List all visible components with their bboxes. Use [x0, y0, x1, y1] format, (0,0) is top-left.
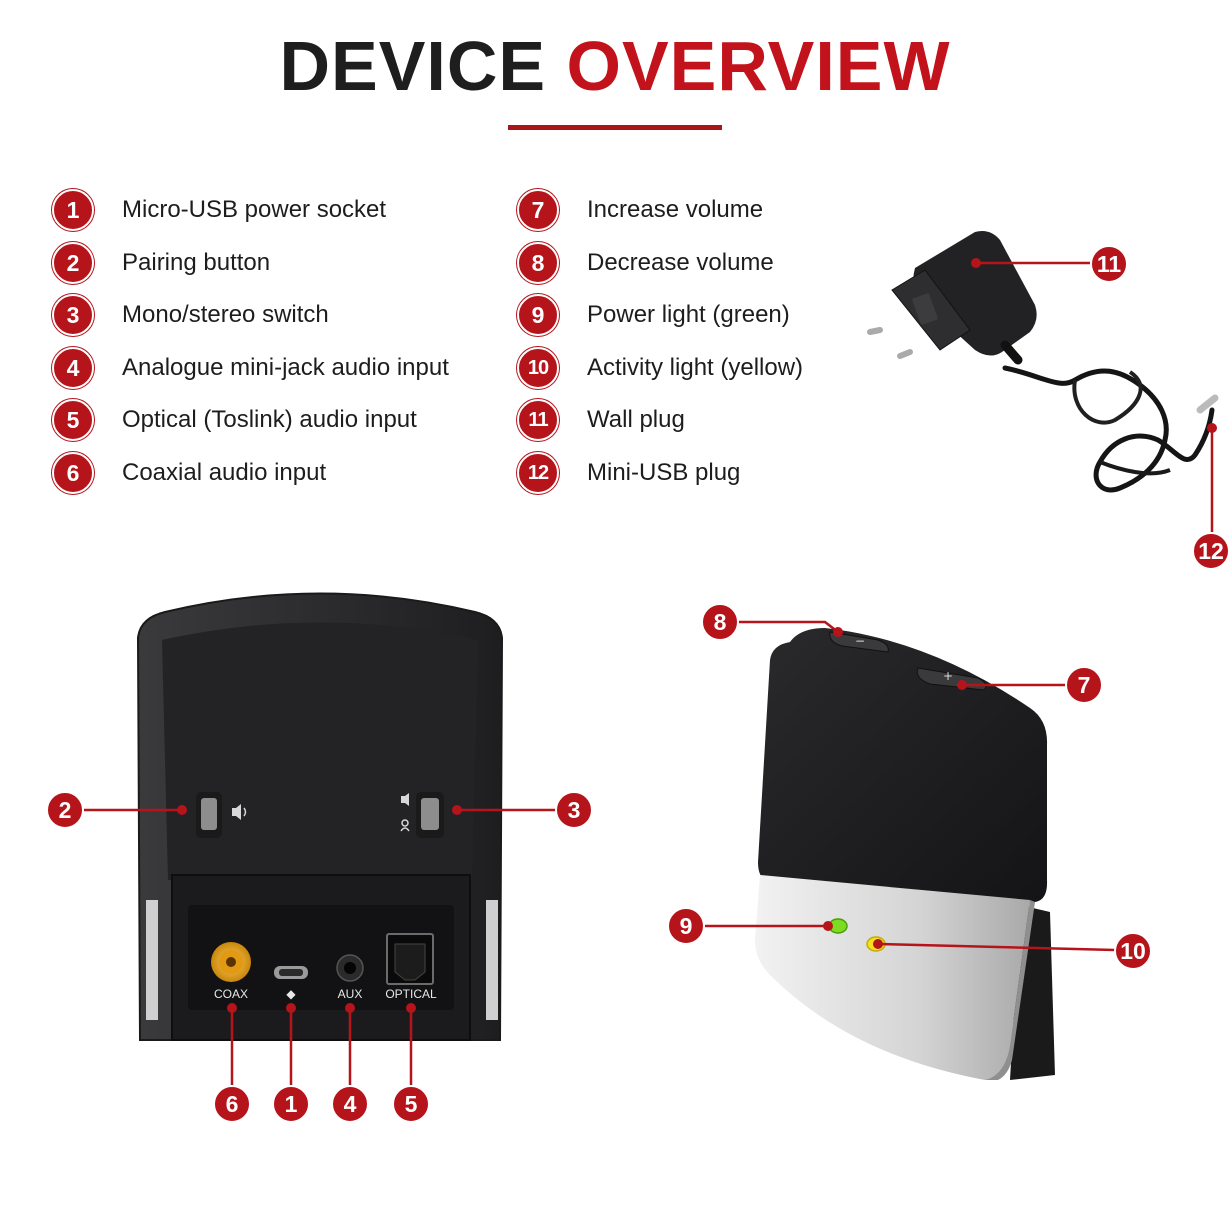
legend-label: Mono/stereo switch [122, 301, 329, 328]
legend-label: Decrease volume [587, 249, 774, 276]
speaker-icon [232, 804, 247, 820]
legend-label: Activity light (yellow) [587, 354, 804, 381]
legend-item-5: 5 Optical (Toslink) audio input [52, 399, 417, 441]
callout-number: 4 [344, 1091, 357, 1117]
legend-label: Coaxial audio input [122, 459, 327, 486]
coax-label: COAX [214, 987, 248, 1001]
device-back-panel [162, 622, 478, 880]
plug-pin [897, 349, 913, 359]
legend-label: Analogue mini-jack audio input [122, 354, 449, 381]
callout-3: 3 [555, 791, 593, 829]
callout-1: 1 [272, 1085, 310, 1123]
title-word-device: DEVICE [279, 27, 547, 105]
callout-dots [177, 258, 1217, 1013]
legend-item-11: 11 Wall plug [517, 399, 685, 441]
stereo-icon [401, 793, 409, 806]
volume-down-button[interactable]: − [829, 631, 889, 653]
aux-label: AUX [338, 987, 363, 1001]
legend-badge: 2 [52, 242, 94, 284]
device-back-view: COAX ◆ AUX OPTICAL [136, 592, 504, 1041]
plus-icon: + [943, 669, 953, 683]
callout-number: 11 [1097, 251, 1122, 277]
legend-label: Optical (Toslink) audio input [122, 406, 417, 433]
legend-item-1: 1 Micro-USB power socket [52, 189, 387, 231]
callout-4: 4 [331, 1085, 369, 1123]
title-word-overview: OVERVIEW [566, 27, 951, 105]
callout-number: 3 [568, 797, 581, 823]
legend-label: Increase volume [587, 196, 764, 223]
device-front-base [755, 875, 1030, 1080]
callout-number: 10 [1120, 938, 1146, 964]
callout-12: 12 [1192, 532, 1230, 570]
pairing-button[interactable] [201, 798, 217, 830]
callout-number: 7 [1078, 672, 1091, 698]
callout-number: 9 [680, 913, 693, 939]
title-underline [508, 125, 722, 130]
legend-label: Power light (green) [587, 301, 790, 328]
callout-number: 1 [285, 1091, 298, 1117]
legend-badge: 6 [52, 452, 94, 494]
legend-badge: 5 [52, 399, 94, 441]
wall-plug-adapter [867, 231, 1219, 493]
legend-badge: 4 [52, 347, 94, 389]
legend-badge: 3 [52, 294, 94, 336]
callout-6: 6 [213, 1085, 251, 1123]
page-title: DEVICE OVERVIEW [0, 26, 1230, 106]
legend-item-6: 6 Coaxial audio input [52, 452, 327, 494]
callout-number: 12 [1198, 538, 1224, 564]
device-front-view: − + [755, 628, 1055, 1080]
legend-item-3: 3 Mono/stereo switch [52, 294, 329, 336]
legend-label: Mini-USB plug [587, 459, 741, 486]
callout-number: 2 [59, 797, 72, 823]
callout-8: 8 [701, 603, 739, 641]
legend-item-10: 10 Activity light (yellow) [517, 347, 804, 389]
legend-label: Micro-USB power socket [122, 196, 387, 223]
callout-9: 9 [667, 907, 705, 945]
callout-lines [84, 261, 1214, 1085]
legend-badge: 8 [517, 242, 559, 284]
legend-item-8: 8 Decrease volume [517, 242, 774, 284]
legend-badge: 1 [52, 189, 94, 231]
mono-stereo-switch[interactable] [421, 798, 439, 830]
legend-badge: 11 [517, 399, 559, 441]
adapter-cable [1002, 365, 1215, 493]
plug-pin [867, 327, 883, 335]
callout-number: 6 [226, 1091, 239, 1117]
legend-item-7: 7 Increase volume [517, 189, 764, 231]
legend-badge: 9 [517, 294, 559, 336]
legend-badge: 12 [517, 452, 559, 494]
callout-number: 8 [714, 609, 727, 635]
device-front-body [758, 628, 1048, 902]
minus-icon: − [855, 634, 865, 648]
mini-usb-plug [1196, 394, 1219, 414]
callout-11: 11 [1090, 245, 1128, 283]
callout-5: 5 [392, 1085, 430, 1123]
optical-label: OPTICAL [385, 987, 437, 1001]
legend-item-2: 2 Pairing button [52, 242, 271, 284]
callout-7: 7 [1065, 666, 1103, 704]
legend-label: Pairing button [122, 249, 271, 276]
callout-number: 5 [405, 1091, 418, 1117]
legend-item-9: 9 Power light (green) [517, 294, 790, 336]
callout-10: 10 [1114, 932, 1152, 970]
legend-item-4: 4 Analogue mini-jack audio input [52, 347, 449, 389]
usb-power-label: ◆ [286, 987, 296, 1001]
legend-badge: 7 [517, 189, 559, 231]
callout-2: 2 [46, 791, 84, 829]
legend-item-12: 12 Mini-USB plug [517, 452, 741, 494]
mono-icon [400, 819, 410, 832]
legend-badge: 10 [517, 347, 559, 389]
legend-label: Wall plug [587, 406, 685, 433]
